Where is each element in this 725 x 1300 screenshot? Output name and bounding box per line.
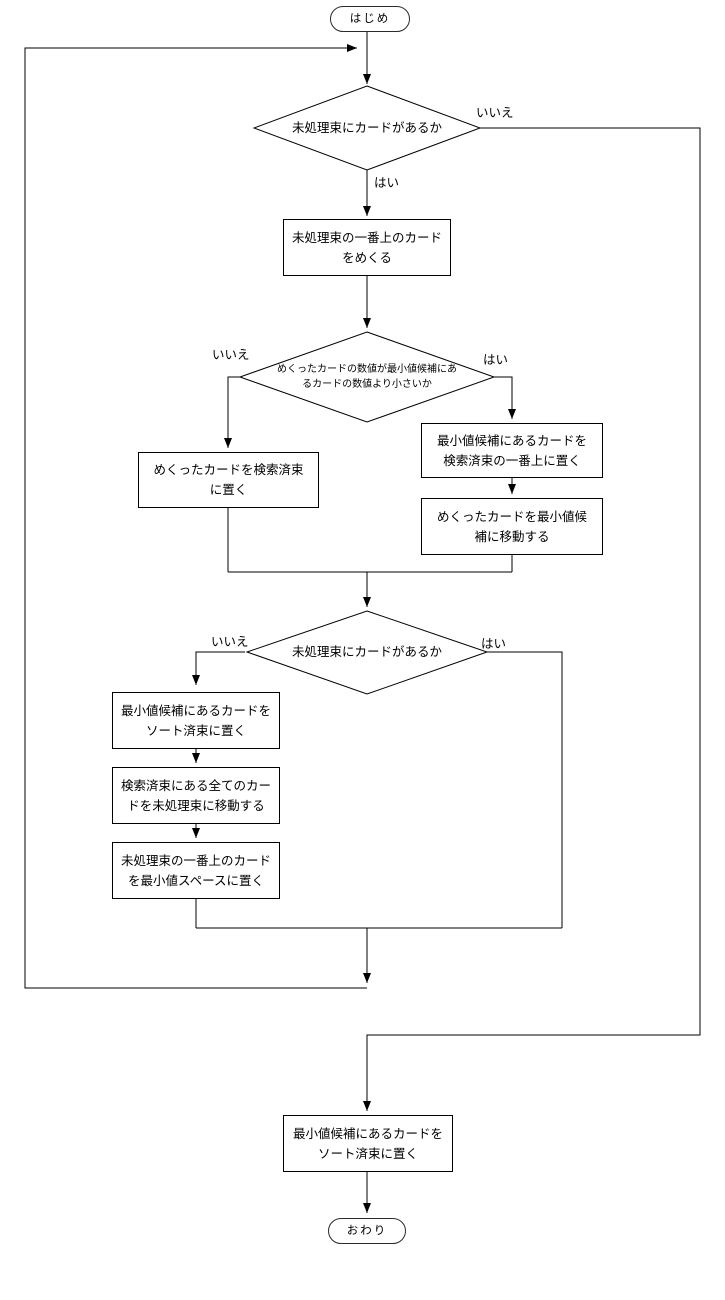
start-terminator: はじめ — [330, 6, 410, 32]
decision-smaller-value-label: めくったカードの数値が最小値候補にあ るカードの数値より小さいか — [277, 363, 457, 391]
process-put-top-card-min-space: 未処理束の一番上のカード を最小値スペースに置く — [112, 842, 280, 899]
edge-label-d3-yes: はい — [481, 637, 507, 651]
end-terminator: おわり — [328, 1218, 406, 1244]
edge-label-d3-no: いいえ — [211, 635, 249, 649]
process-final-put-candidate-sorted: 最小値候補にあるカードを ソート済束に置く — [283, 1115, 453, 1172]
decision-has-card-1-shape — [252, 85, 482, 171]
decision-has-card-2-label: 未処理束にカードがあるか — [291, 645, 442, 659]
edge-label-d2-no: いいえ — [212, 348, 250, 362]
decision-has-card-1-label: 未処理束にカードがあるか — [291, 121, 442, 135]
process-move-searched-to-unprocessed: 検索済束にある全てのカー ドを未処理束に移動する — [112, 767, 280, 824]
edge-label-d1-yes: はい — [374, 176, 400, 190]
process-flip-top-card: 未処理束の一番上のカード をめくる — [283, 219, 451, 276]
edge-label-d2-yes: はい — [483, 353, 509, 367]
process-move-candidate-to-searched: 最小値候補にあるカードを 検索済束の一番上に置く — [421, 423, 603, 478]
decision-has-card-2-shape — [245, 610, 489, 695]
process-put-candidate-sorted: 最小値候補にあるカードを ソート済束に置く — [112, 692, 280, 749]
process-put-card-searched-pile: めくったカードを検索済束 に置く — [138, 452, 319, 508]
decision-smaller-value-shape — [238, 331, 496, 423]
edge-label-d1-no: いいえ — [476, 106, 514, 120]
process-move-flipped-to-candidate: めくったカードを最小値候 補に移動する — [421, 498, 603, 555]
